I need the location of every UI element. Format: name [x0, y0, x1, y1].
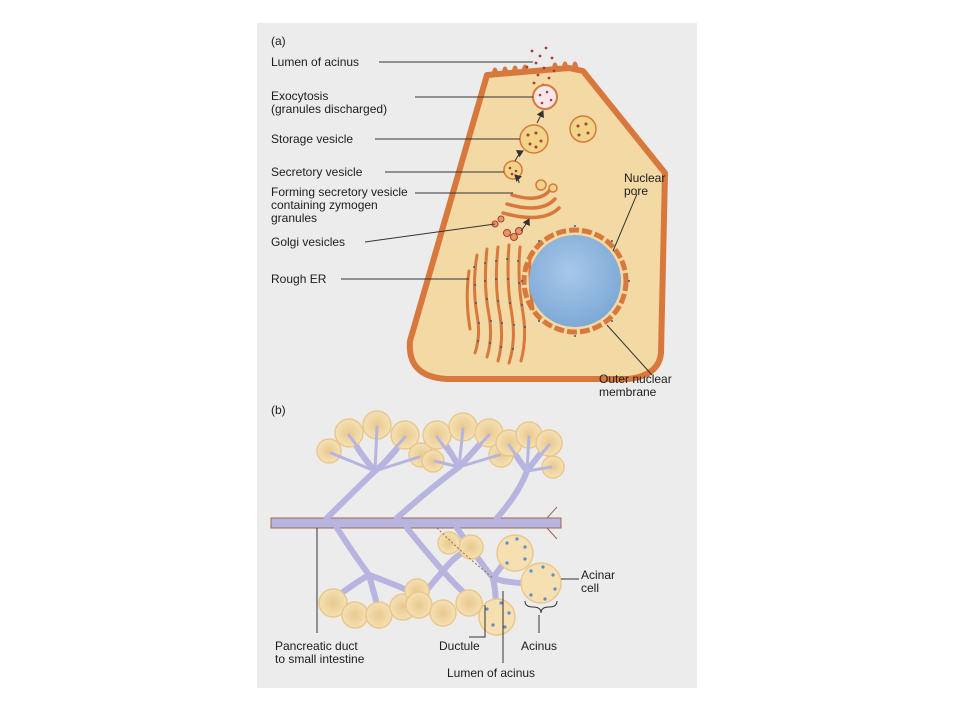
storage-vesicle-2: [569, 115, 597, 143]
label-golgi-vesicles: Golgi vesicles: [271, 235, 346, 249]
golgi-vesicles: [491, 215, 523, 241]
lower-lobules: [318, 531, 484, 629]
exocytosis-vesicle: [532, 84, 558, 110]
cell-body: [406, 65, 668, 382]
figure-panel: (a) Lumen of acinus Exocytosis (granules…: [257, 23, 697, 688]
label-outer-nuclear-membrane: Outer nuclear membrane: [599, 372, 672, 399]
golgi-stack: [501, 189, 561, 220]
secretory-vesicle: [503, 160, 523, 180]
upper-lobules: [316, 410, 565, 479]
ductule: [436, 527, 494, 579]
diagram-svg: [270, 46, 668, 663]
pancreatic-gland: [270, 410, 565, 636]
panel-b-letter: (b): [271, 403, 286, 417]
label-acinar-cell: Acinar cell: [581, 568, 616, 595]
pancreatic-duct: [270, 506, 562, 540]
label-nuclear-pore: Nuclear pore: [624, 171, 666, 198]
label-secretory-vesicle: Secretory vesicle: [271, 165, 363, 179]
label-storage-vesicle: Storage vesicle: [271, 132, 354, 146]
label-lumen-of-acinus: Lumen of acinus: [271, 55, 360, 69]
storage-vesicle: [519, 124, 549, 154]
nucleus: [529, 235, 621, 327]
label-lumen-of-acinus-b: Lumen of acinus: [447, 666, 536, 680]
microvilli: [491, 61, 579, 76]
upper-lobule-lumens: [329, 425, 553, 473]
leader-lines-a: [341, 61, 653, 376]
label-exocytosis: Exocytosis (granules discharged): [271, 89, 388, 116]
label-pancreatic-duct: Pancreatic duct to small intestine: [275, 639, 365, 666]
acinus-detail: [436, 527, 562, 636]
nuclear-ribosomes: [521, 225, 630, 337]
leader-lines-b: [316, 528, 579, 663]
acinar-cell: [406, 46, 668, 382]
label-rough-er: Rough ER: [271, 272, 327, 286]
acinar-cells: [485, 537, 557, 629]
discharged-granules: [525, 46, 556, 87]
er-ribosomes: [473, 258, 526, 350]
label-forming-secretory-vesicle: Forming secretory vesicle containing zym…: [271, 185, 408, 225]
label-acinus: Acinus: [521, 639, 558, 653]
pathway-arrows: [514, 110, 544, 232]
nuclear-envelope: [521, 227, 629, 335]
panel-a-letter: (a): [271, 34, 286, 48]
label-ductule: Ductule: [439, 639, 480, 653]
